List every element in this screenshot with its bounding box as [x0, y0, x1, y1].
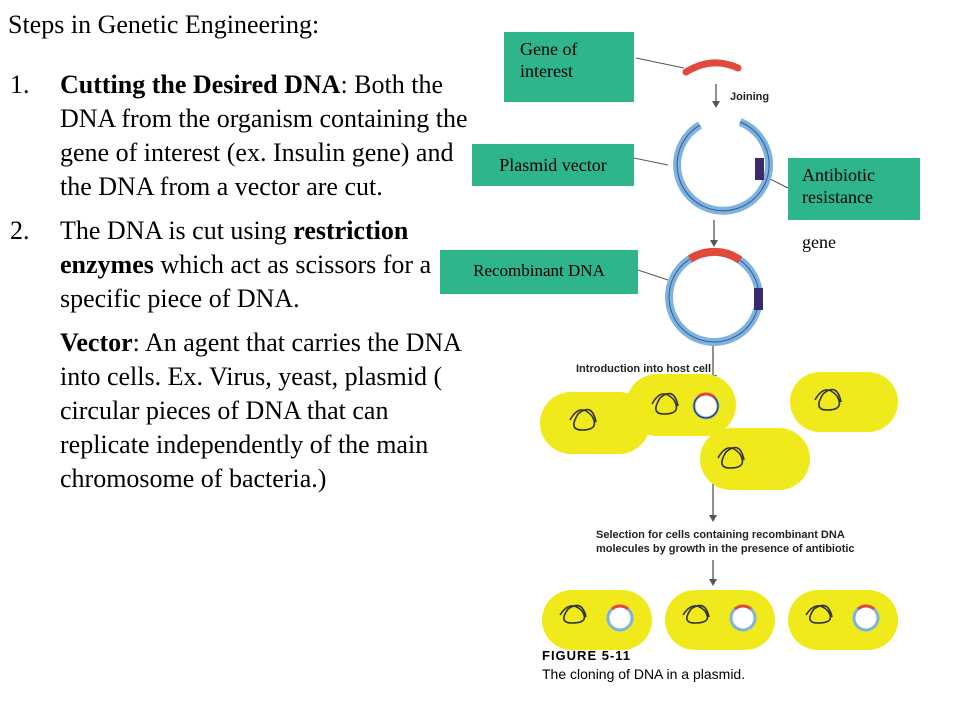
step-1-body: : Both the DNA from the organism contain…: [60, 70, 468, 201]
label-gene-of-interest-text: Gene of interest: [520, 39, 578, 81]
label-gene-suffix: gene: [802, 232, 836, 252]
vector-term: Vector: [60, 328, 133, 357]
slide-title: Steps in Genetic Engineering:: [8, 10, 320, 39]
vector-note: Vector: An agent that carries the DNA in…: [10, 326, 470, 496]
figure-caption: The cloning of DNA in a plasmid.: [542, 666, 746, 682]
arrow-1: [712, 84, 720, 108]
step-2: 2. The DNA is cut using restriction enzy…: [10, 214, 470, 316]
step-1: 1. Cutting the Desired DNA: Both the DNA…: [10, 68, 470, 204]
host-cells-introduced: [540, 372, 898, 490]
step-2-text-after: which act as scissors for a specific pie…: [60, 250, 432, 313]
step-2-text-before: The DNA is cut using: [60, 216, 294, 245]
host-cells-selected: [542, 590, 898, 650]
label-recombinant-dna: Recombinant DNA: [440, 250, 638, 294]
arrow-2: [710, 220, 718, 247]
figure-number: FIGURE 5-11: [542, 648, 632, 663]
arrow-4: [709, 482, 717, 522]
caption-selection: Selection for cells containing recombina…: [596, 529, 855, 555]
leader-plasmid-vector: [633, 157, 669, 166]
label-antibiotic-text: Antibiotic resistance: [802, 165, 875, 207]
step-1-text: Cutting the Desired DNA: Both the DNA fr…: [60, 68, 470, 204]
step-2-text: The DNA is cut using restriction enzymes…: [60, 214, 470, 316]
step-2-number: 2.: [10, 216, 30, 245]
leader-recombinant: [637, 269, 669, 281]
steps-list: 1. Cutting the Desired DNA: Both the DNA…: [10, 68, 470, 496]
label-plasmid-vector: Plasmid vector: [472, 144, 634, 186]
gene-fragment: [682, 59, 742, 76]
label-plasmid-vector-text: Plasmid vector: [499, 155, 607, 175]
step-2-bold: restriction enzymes: [60, 216, 409, 279]
plasmid-vector: [673, 118, 774, 215]
caption-introduction: Introduction into host cell: [576, 363, 712, 375]
recombinant-plasmid: [665, 247, 763, 346]
label-gene-of-interest: Gene of interest: [504, 32, 634, 102]
step-1-title: Cutting the Desired DNA: [60, 70, 341, 99]
step-1-number: 1.: [10, 70, 30, 99]
label-antibiotic-resistance: Antibiotic resistance: [788, 158, 920, 220]
caption-joining: Joining: [730, 91, 770, 103]
resistance-marker: [755, 158, 764, 180]
label-recombinant-text: Recombinant DNA: [473, 261, 605, 280]
vector-definition: : An agent that carries the DNA into cel…: [60, 328, 461, 493]
arrow-5: [709, 560, 717, 586]
leader-gene-of-interest: [635, 57, 685, 69]
